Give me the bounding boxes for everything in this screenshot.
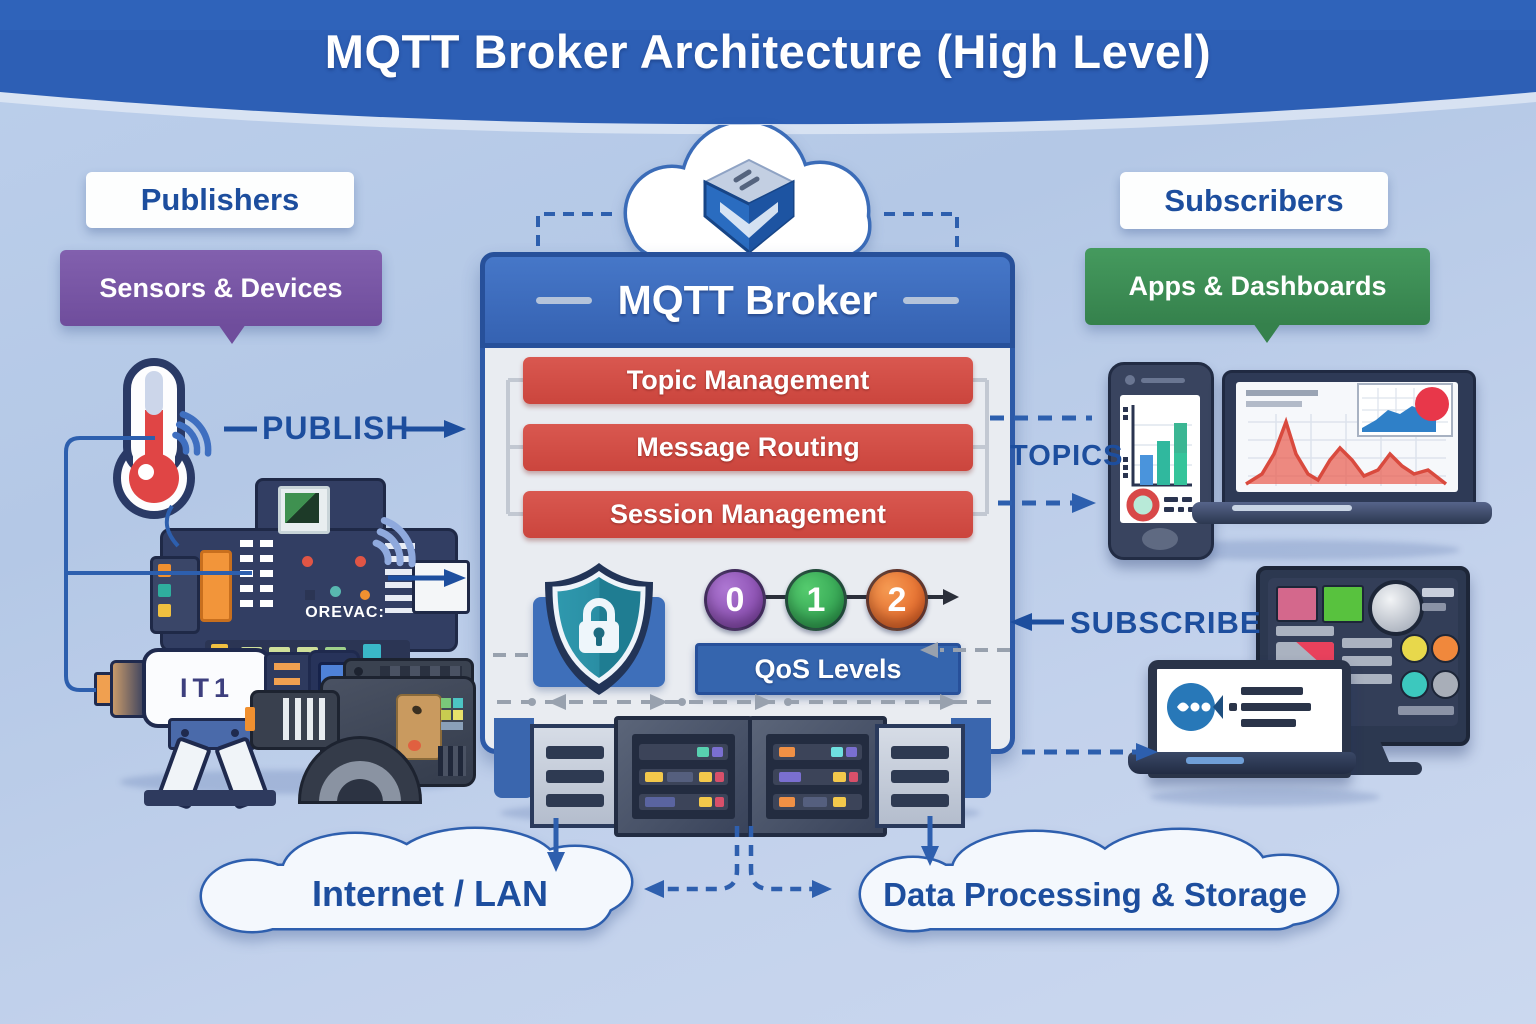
apps-dashboards-label: Apps & Dashboards (1128, 271, 1387, 301)
qos-level-0: 0 (704, 569, 766, 631)
qos-level-1: 1 (785, 569, 847, 631)
laptop-icon (1222, 370, 1476, 509)
sensors-devices-pointer (218, 324, 246, 344)
subscribers-label-box: Subscribers (1120, 172, 1388, 229)
sensors-devices-label: Sensors & Devices (99, 272, 343, 303)
publishers-label-box: Publishers (86, 172, 354, 228)
laptop-base (1192, 502, 1492, 524)
qos-levels-box: QoS Levels (695, 643, 961, 695)
publish-label: PUBLISH (262, 410, 410, 446)
chat-bubble-icon (1167, 683, 1223, 731)
topics-label: TOPICS (1010, 440, 1124, 472)
data-processing-storage-label: Data Processing & Storage (883, 876, 1307, 913)
qos-level-2-number: 2 (887, 580, 907, 619)
broker-title: MQTT Broker (617, 276, 878, 323)
board-label: OREVAC: (305, 604, 385, 621)
phone-screen (1120, 395, 1200, 523)
subscribers-label: Subscribers (1164, 182, 1344, 218)
mqtt-broker-panel: MQTT Broker Topic Management Message Rou… (480, 252, 1015, 754)
component-topic-management: Topic Management (523, 357, 973, 404)
qos-level-2: 2 (866, 569, 928, 631)
page-title: MQTT Broker Architecture (High Level) (324, 25, 1212, 78)
server-rack-icon (530, 724, 620, 828)
qos-levels-label: QoS Levels (754, 653, 902, 684)
apps-dashboards-box: Apps & Dashboards (1085, 248, 1430, 343)
banner-shape (0, 0, 1536, 135)
qos-level-0-number: 0 (725, 580, 745, 619)
apps-dashboards-pointer (1253, 323, 1281, 343)
sensor-it1-label: IT1 (179, 672, 234, 703)
server-rack-icon (614, 716, 753, 837)
data-processing-storage-cloud (858, 827, 1340, 933)
mini-laptop-base (1128, 752, 1356, 774)
broker-base-left (494, 718, 534, 798)
server-rack-icon (748, 716, 887, 837)
laptop-screen (1236, 382, 1458, 492)
server-rack-icon (875, 724, 965, 828)
header-dash-right (903, 296, 960, 304)
component-message-routing: Message Routing (523, 424, 973, 471)
shield-lock-icon (545, 563, 653, 695)
publishers-label: Publishers (140, 182, 300, 217)
qos-level-1-number: 1 (806, 580, 826, 619)
phone-icon (1108, 362, 1214, 560)
sensors-devices-box: Sensors & Devices (60, 250, 382, 344)
broker-header: MQTT Broker (480, 252, 1015, 348)
internet-lan-label: Internet / LAN (311, 873, 548, 914)
component-session-management: Session Management (523, 491, 973, 538)
subscribe-label: SUBSCRIBE (1070, 605, 1262, 640)
header-dash-left (535, 296, 592, 304)
internet-lan-cloud (199, 826, 634, 934)
iot-board-icon: OREVAC: (150, 468, 470, 678)
mqtt-cube-icon (702, 158, 796, 254)
camera-icon (245, 658, 483, 804)
